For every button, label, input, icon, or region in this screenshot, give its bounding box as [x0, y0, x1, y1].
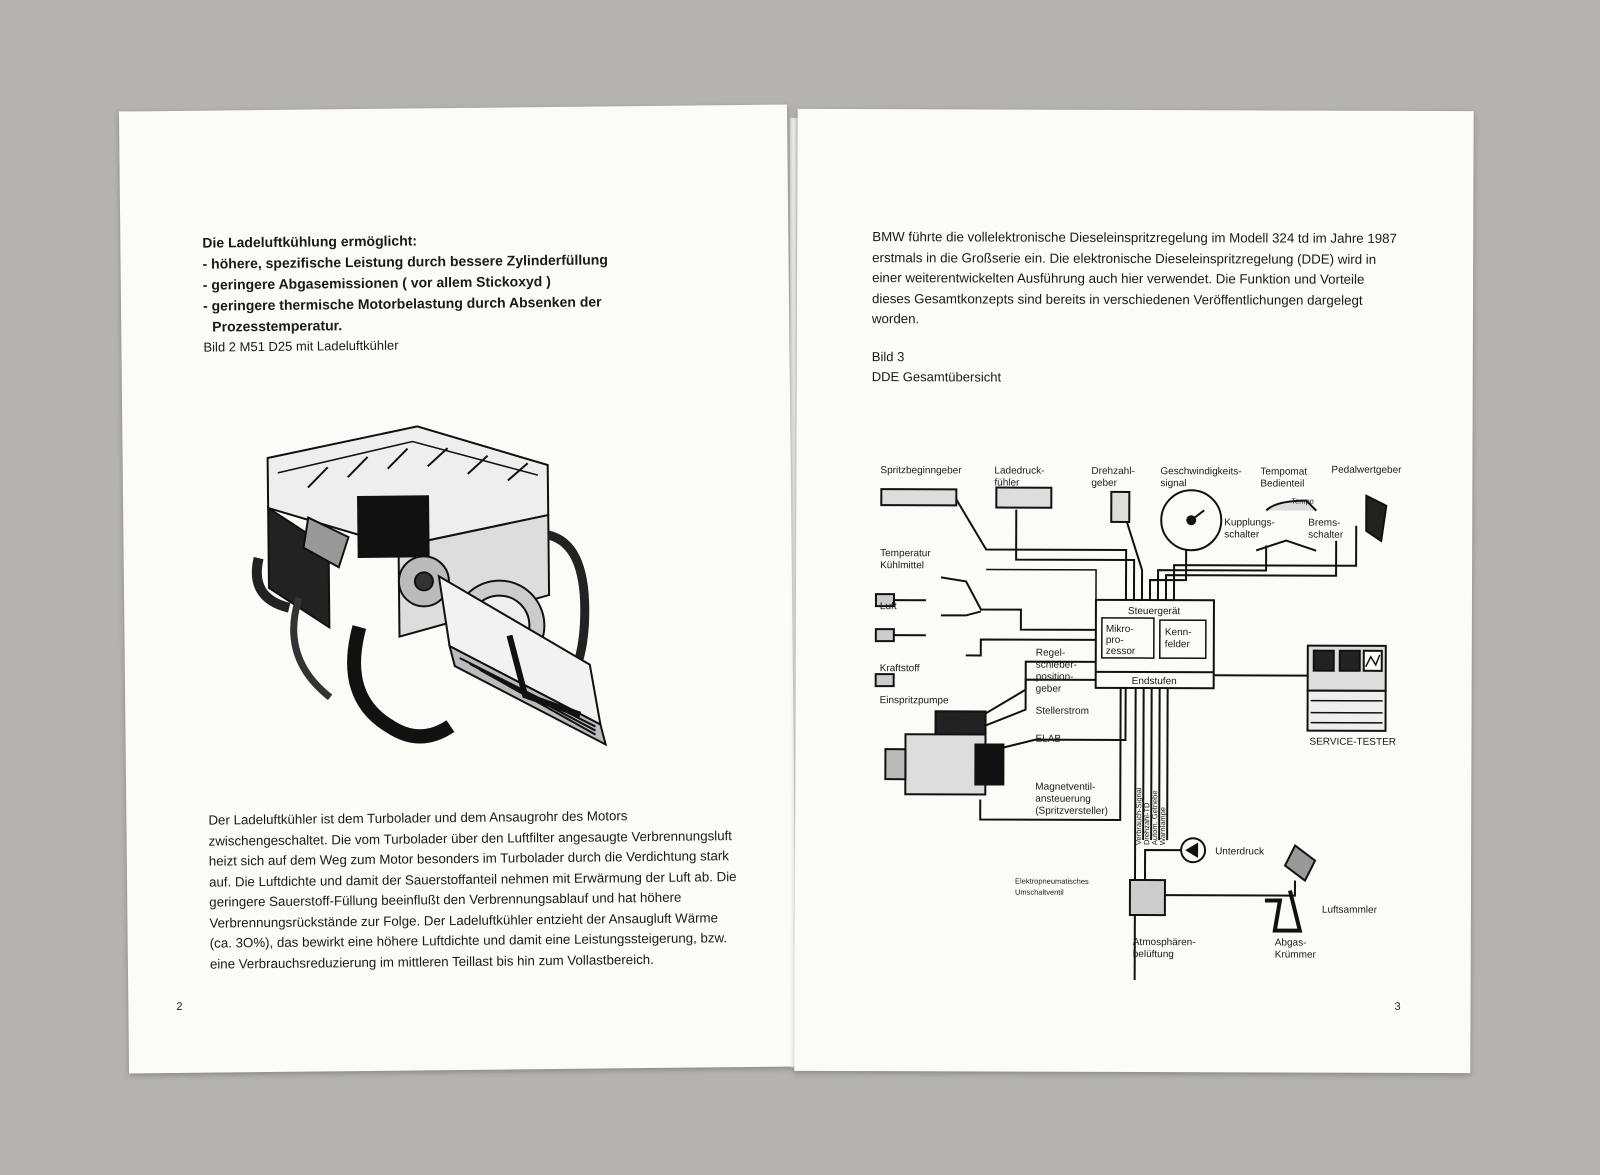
label-service-tester: SERVICE-TESTER [1309, 737, 1396, 748]
label-drehzahl-1: Drehzahl- [1091, 466, 1134, 477]
intro-text: BMW führte die vollelektronische Diesele… [872, 227, 1397, 331]
body-text: Der Ladeluftkühler ist dem Turbolader un… [208, 805, 737, 975]
label-elektropneumatisch-2: Umschaltventil [1015, 888, 1064, 897]
label-kennfelder-2: felder [1165, 639, 1191, 650]
figure-number: Bild 3 [871, 349, 905, 365]
label-abgas-1: Abgas- [1275, 937, 1307, 948]
left-page: Die Ladeluftkühlung ermöglicht: - höhere… [118, 104, 798, 1074]
label-kennfelder-1: Kenn- [1165, 627, 1192, 638]
figure-caption: Bild 2 M51 D25 mit Ladeluftkühler [203, 337, 399, 355]
label-atmosphaeren-1: Atmosphären- [1133, 937, 1196, 948]
label-temperatur-1: Temperatur [880, 548, 931, 559]
label-stellerstrom: Stellerstrom [1036, 706, 1089, 717]
dde-diagram: Spritzbeginngeber Ladedruck- fühler Dreh… [874, 465, 1402, 981]
intro-line: einer weiterentwickelten Ausführung auch… [872, 270, 1365, 287]
label-tempo-button: Tempo [1291, 497, 1314, 506]
label-atmosphaeren-2: belüftung [1133, 949, 1174, 960]
label-regel-1: Regel- [1036, 648, 1066, 659]
label-mikro-3: zessor [1106, 646, 1136, 657]
benefit-item: - geringere thermische Motorbelastung du… [202, 293, 602, 314]
label-temperatur-2: Kühlmittel [880, 560, 924, 571]
label-output-getriebe: Autom. Getriebe [1150, 790, 1159, 845]
label-geschwindigkeit-1: Geschwindigkeits- [1160, 466, 1241, 477]
label-mikro-2: pro- [1106, 635, 1124, 646]
label-regel-2: schieber- [1036, 660, 1077, 671]
label-elektropneumatisch-1: Elektropneumatisches [1015, 877, 1089, 886]
engine-illustration [251, 425, 608, 747]
label-pedalwertgeber: Pedalwertgeber [1331, 465, 1402, 476]
label-unterdruck: Unterdruck [1215, 846, 1265, 857]
label-magnetventil-2: ansteuerung [1035, 794, 1091, 805]
label-endstufen: Endstufen [1132, 676, 1177, 687]
label-kupplung-2: schalter [1224, 529, 1260, 540]
label-ladedruck-1: Ladedruck- [994, 466, 1044, 477]
label-brems-1: Brems- [1308, 518, 1340, 529]
label-steuergeraet: Steuergerät [1128, 606, 1181, 617]
label-kupplung-1: Kupplungs- [1224, 517, 1275, 528]
label-mikro-1: Mikro- [1106, 624, 1134, 635]
intro-line: dieses Gesamtkonzepts sind bereits in ve… [871, 290, 1363, 308]
intro-line: worden. [871, 311, 920, 327]
label-drehzahl-2: geber [1091, 478, 1117, 489]
label-kraftstoff: Kraftstoff [880, 663, 920, 674]
intro-line: BMW führte die vollelektronische Diesele… [872, 229, 1398, 246]
label-geschwindigkeit-2: signal [1160, 478, 1186, 489]
label-einspritzpumpe: Einspritzpumpe [880, 695, 949, 706]
benefits-list: Die Ladeluftkühlung ermöglicht: - höhere… [202, 228, 609, 357]
book-gutter [790, 118, 798, 1068]
figure-title: DDE Gesamtübersicht [871, 369, 1002, 385]
label-luft: Luft [880, 601, 897, 612]
label-ladedruck-2: fühler [994, 478, 1020, 489]
label-output-verbrauch: Verbrauch-Signal [1134, 787, 1143, 845]
right-page: BMW führte die vollelektronische Diesele… [794, 108, 1474, 1074]
label-output-drehzahl: Drehzahl-TD [1142, 802, 1151, 845]
label-luftsammler: Luftsammler [1322, 905, 1378, 916]
label-regel-4: geber [1036, 684, 1062, 695]
intro-line: erstmals in die Großserie ein. Die elekt… [872, 249, 1377, 267]
label-brems-2: schalter [1308, 530, 1344, 541]
label-abgas-2: Krümmer [1275, 949, 1317, 960]
label-magnetventil-1: Magnetventil- [1035, 782, 1095, 793]
page-number: 2 [176, 1000, 183, 1013]
label-spritzbeginngeber: Spritzbeginngeber [880, 465, 962, 476]
label-tempomat-1: Tempomat [1260, 466, 1307, 477]
label-magnetventil-3: (Spritzversteller) [1035, 806, 1108, 817]
label-output-warnlampe: Warnlampe [1158, 807, 1167, 845]
label-regel-3: position- [1036, 672, 1074, 683]
page-number: 3 [1394, 1000, 1401, 1013]
label-elab: ELAB [1035, 734, 1061, 745]
label-tempomat-2: Bedienteil [1260, 478, 1304, 489]
